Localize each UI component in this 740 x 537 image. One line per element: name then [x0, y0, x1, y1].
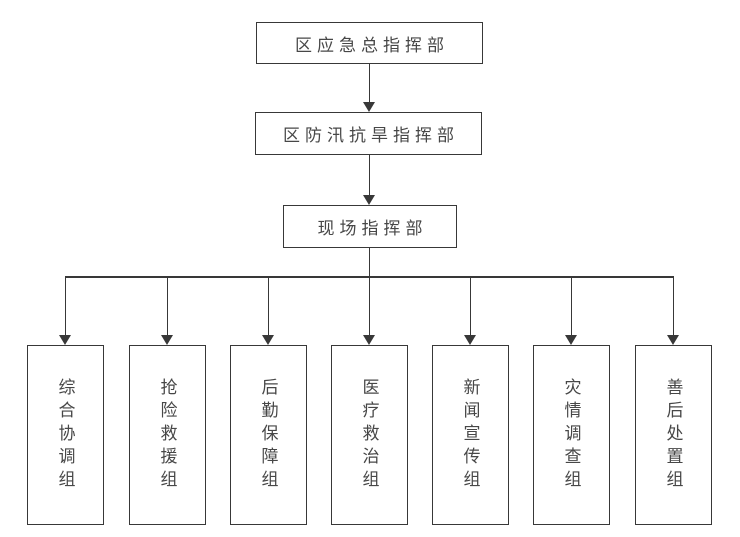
connector-drop-1 — [64, 276, 66, 335]
group-label: 新闻宣传组 — [460, 377, 480, 493]
arrowhead-drop-1 — [59, 335, 71, 345]
group-label: 抢险救援组 — [157, 377, 177, 493]
connector-drop-6 — [570, 276, 572, 335]
group-box-emergency-rescue: 抢险救援组 — [128, 345, 206, 525]
node-label: 区应急总指挥部 — [295, 35, 449, 55]
connector-drop-4 — [368, 276, 370, 335]
group-label: 医疗救治组 — [359, 377, 379, 493]
arrowhead-root-to-level2 — [363, 102, 375, 112]
arrowhead-drop-3 — [262, 335, 274, 345]
group-label: 善后处置组 — [663, 377, 683, 493]
arrowhead-drop-2 — [161, 335, 173, 345]
group-label: 灾情调查组 — [561, 377, 581, 493]
group-label: 后勤保障组 — [258, 377, 278, 493]
arrowhead-level2-to-onsite — [363, 195, 375, 205]
connector-root-to-level2 — [368, 64, 370, 103]
node-label: 区防汛抗旱指挥部 — [283, 126, 459, 145]
connector-onsite-stem — [368, 248, 370, 276]
node-district-emergency-general-hq: 区应急总指挥部 — [256, 22, 483, 64]
connector-drop-5 — [469, 276, 471, 335]
node-label: 现场指挥部 — [317, 219, 428, 238]
node-onsite-command: 现场指挥部 — [283, 205, 457, 248]
group-box-medical-treatment: 医疗救治组 — [330, 345, 408, 525]
group-box-comprehensive-coordination: 综合协调组 — [26, 345, 104, 525]
connector-drop-7 — [672, 276, 674, 335]
group-box-news-publicity: 新闻宣传组 — [431, 345, 509, 525]
node-flood-drought-hq: 区防汛抗旱指挥部 — [255, 112, 482, 155]
connector-drop-3 — [267, 276, 269, 335]
arrowhead-drop-5 — [464, 335, 476, 345]
group-box-aftermath-disposal: 善后处置组 — [634, 345, 712, 525]
arrowhead-drop-6 — [565, 335, 577, 345]
arrowhead-drop-7 — [667, 335, 679, 345]
connector-drop-2 — [166, 276, 168, 335]
arrowhead-drop-4 — [363, 335, 375, 345]
group-box-disaster-investigation: 灾情调查组 — [532, 345, 610, 525]
connector-level2-to-onsite — [368, 155, 370, 196]
group-box-logistics-support: 后勤保障组 — [229, 345, 307, 525]
group-label: 综合协调组 — [55, 377, 75, 493]
